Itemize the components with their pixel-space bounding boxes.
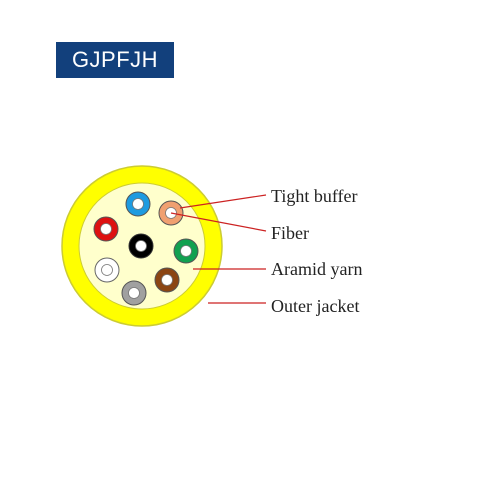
fiber-group-blue	[125, 191, 151, 217]
leader-line-fiber	[170, 212, 267, 232]
title-badge: GJPFJH	[56, 42, 174, 78]
fiber-group-gray	[121, 280, 147, 306]
fiber-core-red	[100, 223, 112, 235]
fiber-group-white	[94, 257, 120, 283]
label-aramid-yarn: Aramid yarn	[271, 259, 362, 279]
fiber-core-gray	[128, 287, 140, 299]
label-fiber: Fiber	[271, 223, 309, 243]
fiber-group-black	[128, 233, 154, 259]
fiber-core-brown	[161, 274, 173, 286]
label-outer-jacket: Outer jacket	[271, 296, 359, 316]
fiber-core-blue	[132, 198, 144, 210]
fiber-group-green	[173, 238, 199, 264]
fiber-group-red	[93, 216, 119, 242]
leader-line-tight-buffer	[179, 194, 267, 209]
fiber-core-green	[180, 245, 192, 257]
fiber-group-brown	[154, 267, 180, 293]
fiber-core-black	[135, 240, 147, 252]
label-tight-buffer: Tight buffer	[271, 186, 358, 206]
fiber-core-white	[101, 264, 113, 276]
